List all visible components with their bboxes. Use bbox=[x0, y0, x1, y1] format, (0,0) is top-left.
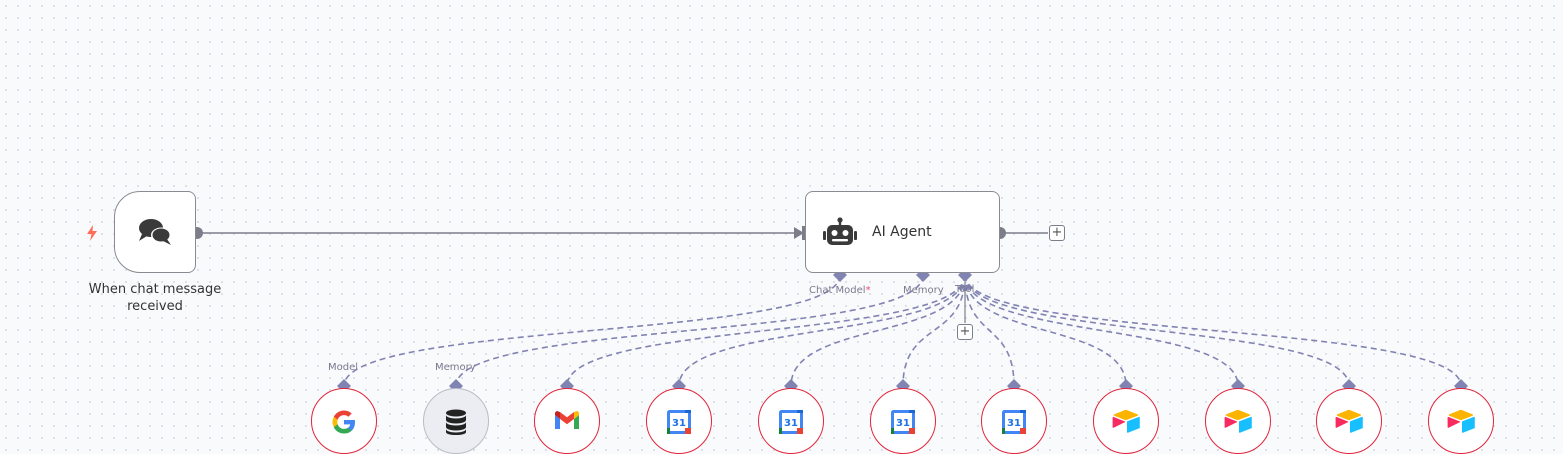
model-connection[interactable] bbox=[343, 274, 841, 387]
gmail-icon bbox=[555, 411, 579, 429]
airtable-icon bbox=[1112, 409, 1140, 433]
connection-arrow bbox=[794, 227, 804, 239]
model-port-label: Model bbox=[328, 362, 359, 373]
sub-node-icon bbox=[1224, 409, 1252, 438]
tool-connection[interactable] bbox=[790, 274, 966, 387]
google-calendar-icon: 31 bbox=[779, 410, 803, 434]
google-node[interactable] bbox=[311, 388, 377, 454]
sub-node-icon bbox=[444, 409, 468, 440]
airtable-node[interactable] bbox=[1316, 388, 1382, 454]
memory-sub-port-label: Memory bbox=[435, 362, 476, 373]
trigger-label: When chat message received bbox=[88, 282, 222, 314]
tool-connection[interactable] bbox=[964, 274, 1462, 387]
tool-connection[interactable] bbox=[964, 274, 1350, 387]
tool-port-label: Tool bbox=[955, 284, 975, 295]
sub-node-icon bbox=[553, 409, 581, 436]
tool-connection[interactable] bbox=[964, 274, 1239, 387]
airtable-node[interactable] bbox=[1093, 388, 1159, 454]
robot-icon bbox=[823, 217, 857, 245]
sub-node-icon bbox=[1112, 409, 1140, 438]
sub-node-icon: 31 bbox=[666, 409, 692, 440]
calendar-day-text: 31 bbox=[672, 418, 686, 429]
airtable-icon bbox=[1224, 409, 1252, 433]
sub-node-icon: 31 bbox=[890, 409, 916, 440]
tool-connection[interactable] bbox=[964, 274, 1015, 387]
tool-connection[interactable] bbox=[964, 274, 1127, 387]
database-icon bbox=[446, 409, 466, 435]
trigger-node[interactable] bbox=[114, 191, 196, 273]
required-marker: * bbox=[865, 285, 871, 296]
sub-node-icon: 31 bbox=[778, 409, 804, 440]
memory-port-label: Memory bbox=[903, 285, 944, 296]
google-calendar-node[interactable]: 31 bbox=[870, 388, 936, 454]
google-icon bbox=[332, 410, 355, 434]
google-calendar-node[interactable]: 31 bbox=[758, 388, 824, 454]
sub-node-icon bbox=[331, 409, 357, 440]
lightning-icon bbox=[87, 225, 97, 241]
google-calendar-icon: 31 bbox=[1002, 410, 1026, 434]
tool-connection[interactable] bbox=[902, 274, 966, 387]
gmail-node[interactable] bbox=[534, 388, 600, 454]
chat-model-label-text: Chat Model bbox=[809, 285, 866, 296]
tool-connection[interactable] bbox=[678, 274, 966, 387]
sub-node-icon bbox=[1335, 409, 1363, 438]
airtable-icon bbox=[1335, 409, 1363, 433]
google-calendar-node[interactable]: 31 bbox=[646, 388, 712, 454]
agent-add-next-button[interactable]: + bbox=[1049, 225, 1065, 241]
airtable-node[interactable] bbox=[1428, 388, 1494, 454]
chat-model-port-label: Chat Model* bbox=[809, 285, 871, 296]
sub-node-icon bbox=[1447, 409, 1475, 438]
tool-connection[interactable] bbox=[566, 274, 966, 387]
calendar-day-text: 31 bbox=[896, 418, 910, 429]
workflow-canvas[interactable] bbox=[0, 0, 1563, 431]
google-calendar-icon: 31 bbox=[667, 410, 691, 434]
ai-agent-title: AI Agent bbox=[872, 224, 932, 240]
calendar-day-text: 31 bbox=[784, 418, 798, 429]
google-calendar-node[interactable]: 31 bbox=[981, 388, 1047, 454]
sub-node-icon: 31 bbox=[1001, 409, 1027, 440]
add-tool-button[interactable]: + bbox=[957, 324, 973, 340]
trigger-badge bbox=[84, 224, 100, 242]
chat-bubbles-icon bbox=[139, 219, 171, 245]
calendar-day-text: 31 bbox=[1007, 418, 1021, 429]
ai-agent-node[interactable]: AI Agent bbox=[805, 191, 1000, 273]
database-node[interactable] bbox=[423, 388, 489, 454]
google-calendar-icon: 31 bbox=[891, 410, 915, 434]
airtable-node[interactable] bbox=[1205, 388, 1271, 454]
airtable-icon bbox=[1447, 409, 1475, 433]
